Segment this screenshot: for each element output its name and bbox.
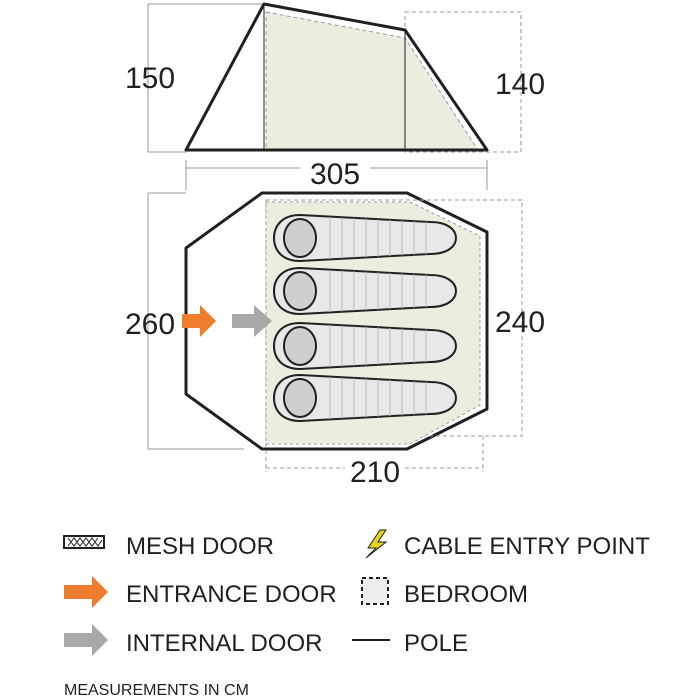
dim-height-front: 150 xyxy=(125,62,175,95)
side-elevation: 150 140 xyxy=(125,2,545,153)
legend-pole: POLE xyxy=(352,630,468,657)
legend-label-internal-door: INTERNAL DOOR xyxy=(126,630,322,657)
dim-bedroom-length: 210 xyxy=(350,456,400,489)
legend-mesh-door: MESH DOOR xyxy=(63,533,274,560)
legend-label-mesh-door: MESH DOOR xyxy=(126,533,274,560)
floor-plan: 260 240 210 xyxy=(125,191,545,489)
width-guide xyxy=(147,192,244,450)
sleeping-bag-icon xyxy=(272,266,458,316)
side-tent-outline xyxy=(184,2,489,152)
dim-height-rear: 140 xyxy=(495,68,545,101)
sleeping-bag-icon xyxy=(272,321,458,371)
mesh-pattern xyxy=(67,537,103,547)
legend-label-cable-entry: CABLE ENTRY POINT xyxy=(404,533,650,560)
bedroom-length-guide xyxy=(265,436,484,472)
legend-bedroom: BEDROOM xyxy=(361,577,528,608)
legend-label-pole: POLE xyxy=(404,630,468,657)
sleeping-bag-icon xyxy=(272,373,458,423)
height-guide-front xyxy=(147,3,266,153)
entrance-door-icon xyxy=(64,576,108,608)
mesh-door-icon xyxy=(63,535,105,549)
entrance-arrow-icon xyxy=(182,305,216,337)
legend-label-bedroom: BEDROOM xyxy=(404,581,528,608)
legend: MESH DOOR ENTRANCE DOOR INTERNAL DOOR CA… xyxy=(63,529,650,657)
internal-arrow-icon xyxy=(232,305,272,337)
dim-overall-width: 260 xyxy=(125,308,175,341)
sleeping-bag-icon xyxy=(272,213,458,263)
legend-cable-entry: CABLE ENTRY POINT xyxy=(365,529,650,560)
measurements-note: MEASUREMENTS IN CM xyxy=(64,682,249,699)
dim-overall-length: 305 xyxy=(310,158,360,191)
dim-bedroom-width: 240 xyxy=(495,306,545,339)
legend-label-entrance-door: ENTRANCE DOOR xyxy=(126,581,337,608)
side-bedroom-area xyxy=(265,11,479,151)
bedroom-icon xyxy=(361,577,389,605)
length-dimension: 305 xyxy=(185,158,488,191)
sleeping-bags xyxy=(272,213,458,423)
internal-door-icon xyxy=(64,624,108,656)
legend-entrance-door: ENTRANCE DOOR xyxy=(64,576,337,608)
lightning-bolt-icon xyxy=(365,529,388,559)
legend-internal-door: INTERNAL DOOR xyxy=(64,624,322,657)
length-guide xyxy=(185,160,488,190)
